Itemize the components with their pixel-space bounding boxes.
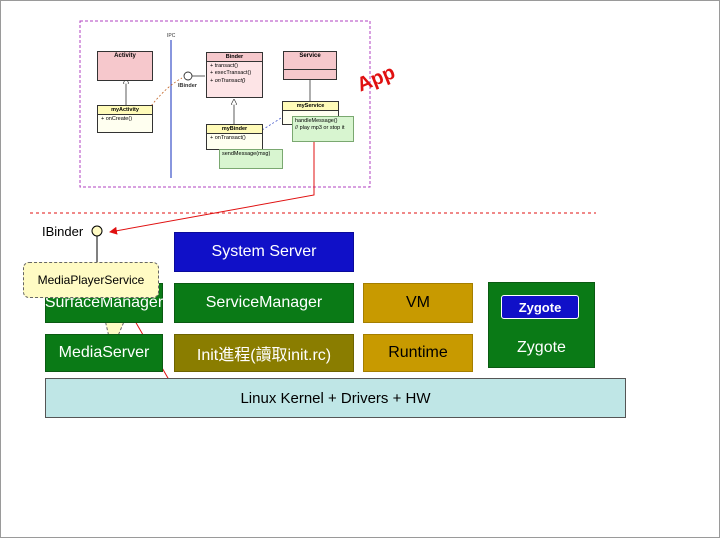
zygote-label: Zygote	[517, 339, 566, 356]
vm-box: VM	[363, 283, 473, 323]
media-player-service-callout: MediaPlayerService	[23, 262, 159, 298]
service-manager-box: ServiceManager	[174, 283, 354, 323]
handle-message-note: handleMessage() // play mp3 or stop it	[292, 116, 354, 142]
kernel-box: Linux Kernel + Drivers + HW	[45, 378, 626, 418]
activity-class: Activity	[97, 51, 153, 81]
my-activity-class: myActivity + onCreate()	[97, 105, 153, 133]
uml-ibinder-label: IBinder	[178, 83, 197, 89]
init-box: Init進程(讀取init.rc)	[174, 334, 354, 372]
service-class-body	[283, 70, 337, 80]
my-binder-class: myBinder + onTransact()	[206, 124, 263, 150]
runtime-box: Runtime	[363, 334, 473, 372]
media-server-box: MediaServer	[45, 334, 163, 372]
ipc-label: IPC	[167, 33, 176, 39]
ibinder-lollipop	[183, 71, 193, 81]
ibinder-label: IBinder	[42, 224, 84, 239]
app-to-ibinder-arrow	[109, 118, 315, 235]
ibinder-lower-lollipop	[91, 225, 103, 237]
service-class: Service	[283, 51, 337, 70]
system-server-box: System Server	[174, 232, 354, 272]
send-message-note: sendMessage(msg)	[219, 149, 283, 169]
zygote-badge: Zygote	[501, 295, 579, 319]
binder-class: Binder + transact() + execTransact() + o…	[206, 52, 263, 98]
zygote-box: Zygote Zygote	[488, 282, 595, 368]
app-boundary	[79, 20, 371, 188]
